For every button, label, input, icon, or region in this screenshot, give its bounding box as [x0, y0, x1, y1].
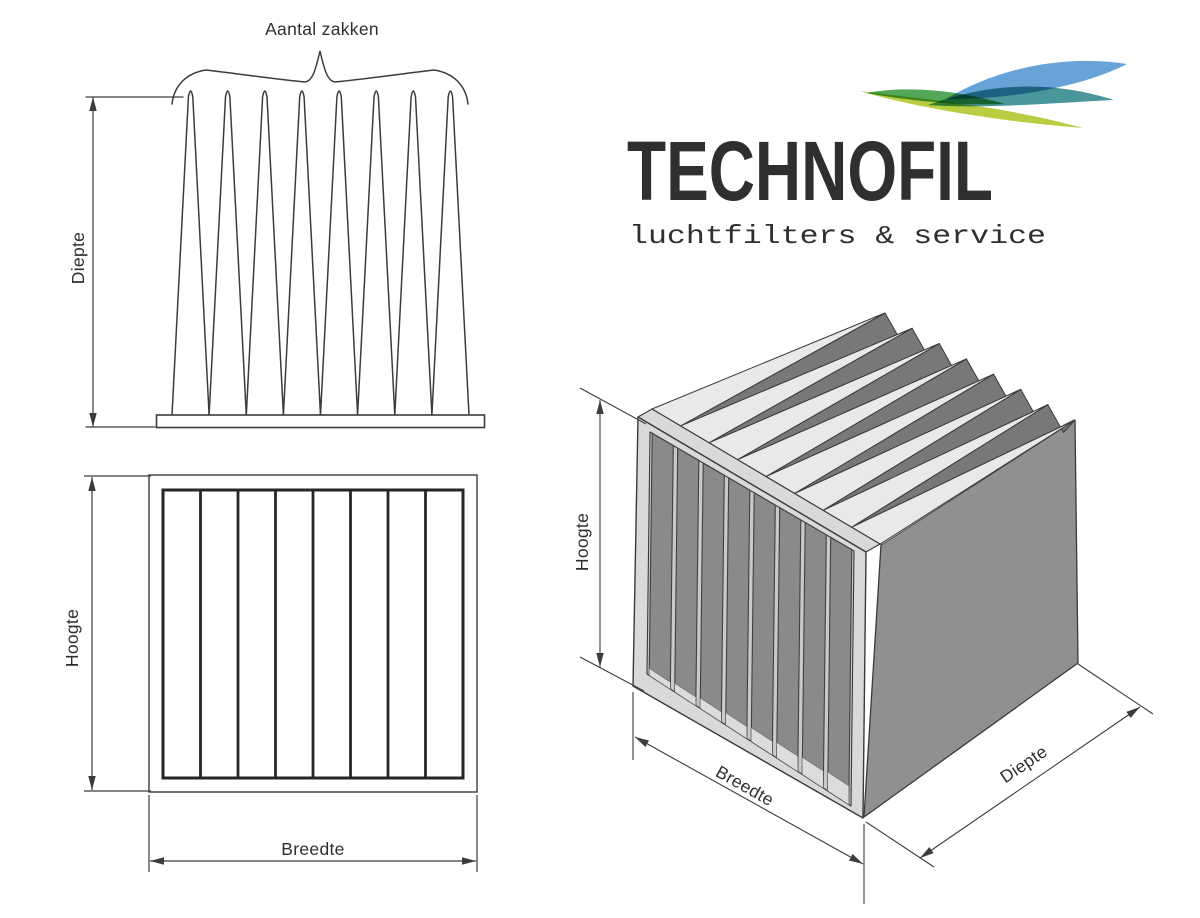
- iso-diepte-dim-line: [919, 706, 1141, 859]
- ext-line: [865, 821, 935, 868]
- breedte-label: Breedte: [281, 839, 344, 859]
- pocket-slot: [827, 536, 853, 806]
- pocket-slot: [801, 521, 827, 789]
- logo-swoosh: [860, 60, 1127, 128]
- iso-hoogte-label: Hoogte: [572, 513, 592, 571]
- pocket-slot: [750, 492, 776, 756]
- bag-outline: [171, 90, 210, 416]
- iso-view: Hoogte Breedte Diepte: [572, 312, 1154, 904]
- top-view-bags: [171, 90, 470, 416]
- pocket-slot: [725, 477, 751, 740]
- bag-outline: [356, 90, 396, 416]
- brand-name: TECHNOFIL: [627, 124, 993, 218]
- pocket-slot: [699, 462, 725, 723]
- pocket-floor: [725, 712, 748, 739]
- iso-diepte-label: Diepte: [996, 741, 1051, 787]
- pocket-slot: [674, 447, 700, 707]
- iso-breedte-dim-line: [634, 736, 864, 865]
- bag-outline: [208, 90, 248, 416]
- top-view: Aantal zakken Diepte: [68, 19, 486, 429]
- swoosh-blue-ribbon: [946, 60, 1127, 100]
- brand-tagline: luchtfilters & service: [629, 221, 1046, 251]
- bag-outline: [431, 90, 470, 416]
- pocket-floor: [648, 668, 671, 690]
- pocket-floor: [699, 697, 722, 723]
- logo: TECHNOFIL luchtfilters & service: [627, 60, 1127, 251]
- pocket-floor: [674, 682, 697, 706]
- pocket-slot: [648, 432, 674, 690]
- aantal-zakken-label: Aantal zakken: [265, 19, 379, 39]
- diepte-label: Diepte: [68, 232, 88, 284]
- bag-outline: [282, 90, 322, 416]
- front-view-dividers: [199, 491, 427, 777]
- ext-line: [1077, 663, 1154, 715]
- iso-top-wedges: [651, 312, 1076, 545]
- front-view: Hoogte Breedte: [62, 474, 478, 872]
- bag-outline: [394, 90, 433, 416]
- bag-outline: [245, 90, 285, 416]
- ext-line: [579, 656, 645, 692]
- brace: [171, 50, 469, 105]
- hoogte-label: Hoogte: [62, 609, 82, 667]
- ext-line: [579, 387, 647, 425]
- swoosh-teal-ribbon: [928, 86, 1114, 107]
- pocket-slot: [776, 507, 802, 773]
- bag-outline: [319, 90, 359, 416]
- top-view-frame: [155, 414, 486, 429]
